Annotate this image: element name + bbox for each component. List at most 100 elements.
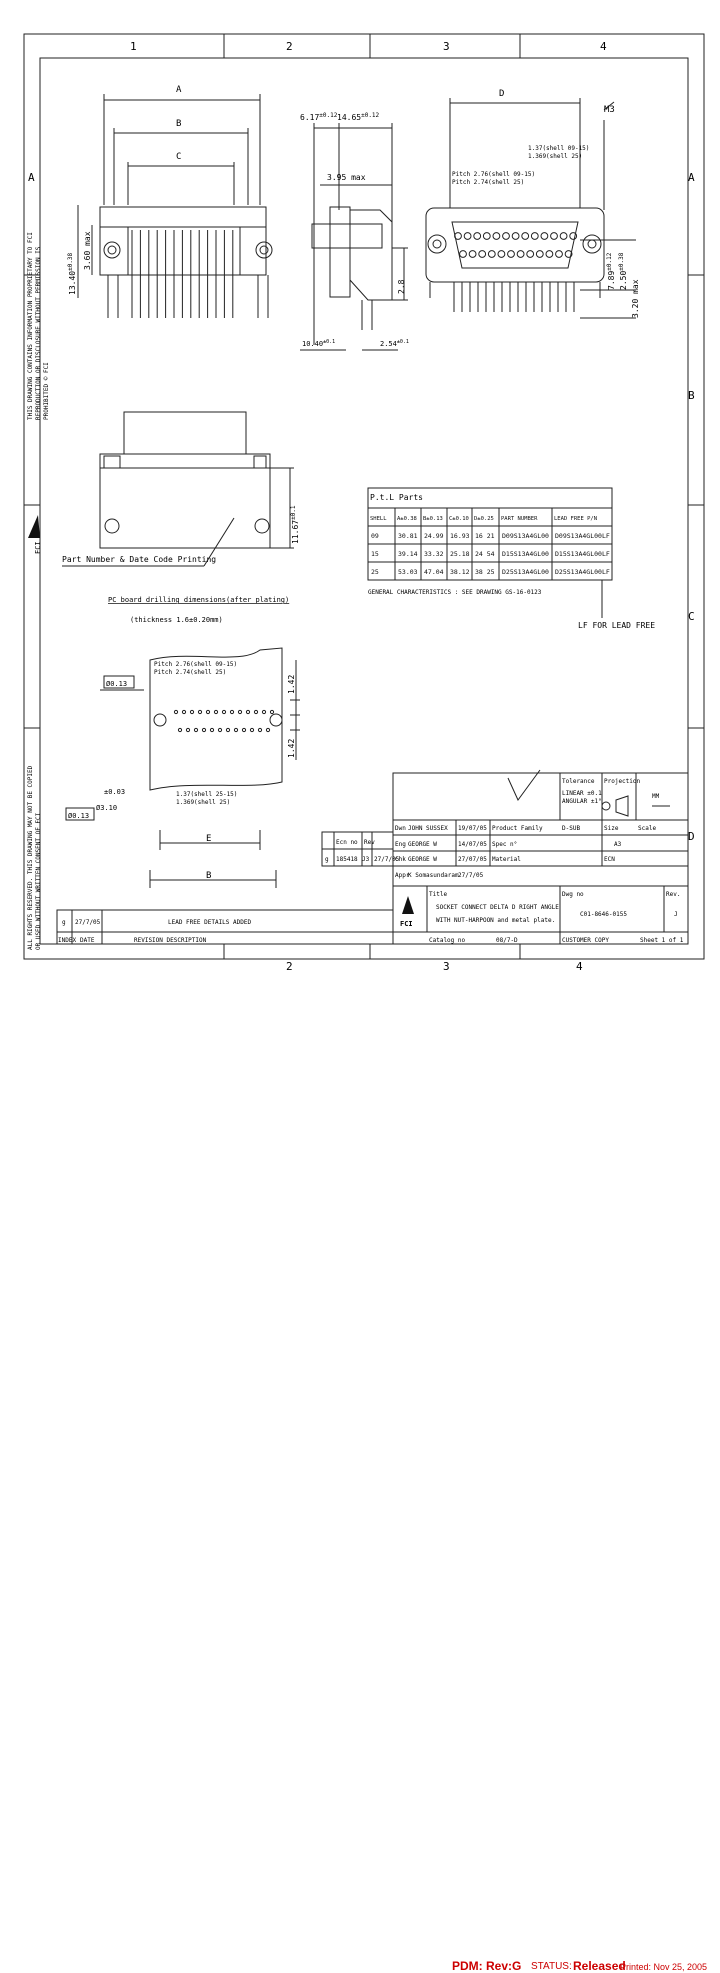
contact-hole <box>516 250 525 258</box>
svg-text:27/7/05: 27/7/05 <box>458 872 484 879</box>
pcb-hole <box>249 727 255 733</box>
table-cell: D09S13A4GL00LF <box>555 532 610 540</box>
pcb-hole <box>237 709 243 715</box>
svg-text:MM: MM <box>652 793 660 800</box>
front-view-pin-array <box>131 230 234 318</box>
zone-col-4-bottom: 4 <box>576 960 583 973</box>
dim-a: A <box>176 85 182 95</box>
pc-board-label: PC board drilling dimensions(after plati… <box>108 596 289 604</box>
front-view <box>77 94 273 318</box>
pcb-hole <box>229 709 235 715</box>
svg-text:Spec n°: Spec n° <box>492 841 517 848</box>
contact-hole <box>564 250 573 258</box>
table-cell: 39.14 <box>398 550 418 558</box>
dim-395: 3.95 max <box>327 173 366 182</box>
title-block-text: Tolerance LINEAR ±0.1 ANGULAR ±1° Projec… <box>58 778 684 944</box>
svg-text:Chk: Chk <box>395 856 406 863</box>
svg-text:Appr: Appr <box>395 872 410 879</box>
svg-text:C01-8646-0155: C01-8646-0155 <box>580 911 627 918</box>
status-label: STATUS: <box>531 1961 572 1972</box>
svg-text:ALL RIGHTS RESERVED. THIS DRAW: ALL RIGHTS RESERVED. THIS DRAWING MAY NO… <box>27 765 34 950</box>
side-view <box>300 123 408 351</box>
table-cell: 24.99 <box>424 532 444 540</box>
pcb-hole <box>205 709 211 715</box>
dim-142-a: 1.42 <box>287 675 296 694</box>
svg-text:Ecn no: Ecn no <box>336 839 358 846</box>
fci-logo <box>402 896 414 914</box>
table-cell: 47.04 <box>424 568 444 576</box>
pitch-274-bot: Pitch 2.74(shell 25) <box>154 669 226 676</box>
fci-logo-text: FCI <box>400 920 413 928</box>
dim-b: B <box>176 119 181 129</box>
contact-hole <box>507 250 515 258</box>
zone-col-3: 3 <box>443 40 450 53</box>
svg-text:g: g <box>62 919 66 926</box>
contact-hole <box>555 250 563 258</box>
pcb-hole <box>185 727 191 733</box>
table-header: C±0.10 <box>449 516 469 522</box>
title-block <box>56 769 689 945</box>
dim-m3: M3 <box>604 105 615 115</box>
zone-col-4: 4 <box>600 40 607 53</box>
contact-hole <box>454 232 462 240</box>
pcb-hole <box>209 727 215 733</box>
svg-text:Rev: Rev <box>364 839 375 846</box>
pcb-hole <box>221 709 227 715</box>
table-header: SHELL <box>370 516 387 522</box>
zone-col-2: 2 <box>286 40 293 53</box>
contact-hole <box>530 232 539 240</box>
pitch-137-bot: 1.37(shell 25-15) <box>176 791 237 798</box>
drawing-sheet: 1 2 3 4 2 3 4 A A B C D THIS DRAWING CON… <box>23 33 705 973</box>
side-note-lower: ALL RIGHTS RESERVED. THIS DRAWING MAY NO… <box>27 765 42 950</box>
contact-hole <box>473 232 482 240</box>
dim-e: E <box>206 834 211 844</box>
dim-d: D <box>499 89 504 99</box>
contact-hole <box>463 232 472 240</box>
pcb-hole <box>181 709 187 715</box>
dim-254: 2.54±0.1 <box>380 339 409 348</box>
svg-text:08/7-D: 08/7-D <box>496 937 518 944</box>
dim-360: 3.60 max <box>83 231 92 270</box>
dim-142-b: 1.42 <box>287 739 296 758</box>
table-cell: 15 <box>371 550 379 558</box>
contact-hole <box>569 232 578 240</box>
contact-hole <box>487 250 496 258</box>
table-cell: D15S13A4GL00LF <box>555 550 610 558</box>
zone-row-a-left: A <box>28 171 35 184</box>
outer-border <box>23 33 705 960</box>
pcb-hole <box>253 709 259 715</box>
contact-hole <box>468 250 477 258</box>
svg-text:Catalog no: Catalog no <box>429 937 466 944</box>
zone-col-2-bottom: 2 <box>286 960 293 973</box>
dim-320: 3.20 max <box>631 279 640 318</box>
svg-text:GEORGE W: GEORGE W <box>408 856 437 863</box>
side-note-upper: THIS DRAWING CONTAINS INFORMATION PROPRI… <box>27 232 50 420</box>
contact-hole <box>550 232 558 240</box>
dim-b-pcb: B <box>206 871 211 881</box>
table-header: LEAD FREE P/N <box>554 516 597 522</box>
pcb-hole <box>197 709 203 715</box>
contact-hole <box>502 232 510 240</box>
zone-col-1: 1 <box>130 40 137 53</box>
contact-hole <box>459 250 467 258</box>
svg-text:PROHIBITED © FCI: PROHIBITED © FCI <box>43 362 50 420</box>
svg-text:A3: A3 <box>614 841 622 848</box>
svg-text:DATE: DATE <box>80 937 95 944</box>
svg-text:Size: Size <box>604 825 619 832</box>
pcb-hole <box>217 727 223 733</box>
pitch-276-bot: Pitch 2.76(shell 09-15) <box>154 661 237 668</box>
svg-text:LEAD FREE DETAILS ADDED: LEAD FREE DETAILS ADDED <box>168 919 251 926</box>
pcb-hole <box>245 709 251 715</box>
pcb-hole <box>241 727 247 733</box>
contact-hole <box>526 250 535 258</box>
pcb-hole <box>261 709 267 715</box>
contact-hole <box>478 250 487 258</box>
table-header: PART NUMBER <box>501 516 538 522</box>
table-cell: D25S13A4GL00 <box>502 568 549 576</box>
svg-text:Rev.: Rev. <box>666 891 680 898</box>
contact-hole <box>521 232 530 240</box>
status-value: Released <box>573 1959 626 1973</box>
contact-hole <box>559 232 568 240</box>
zone-col-3-bottom: 3 <box>443 960 450 973</box>
general-note: GENERAL CHARACTERISTICS : SEE DRAWING GS… <box>368 589 542 596</box>
